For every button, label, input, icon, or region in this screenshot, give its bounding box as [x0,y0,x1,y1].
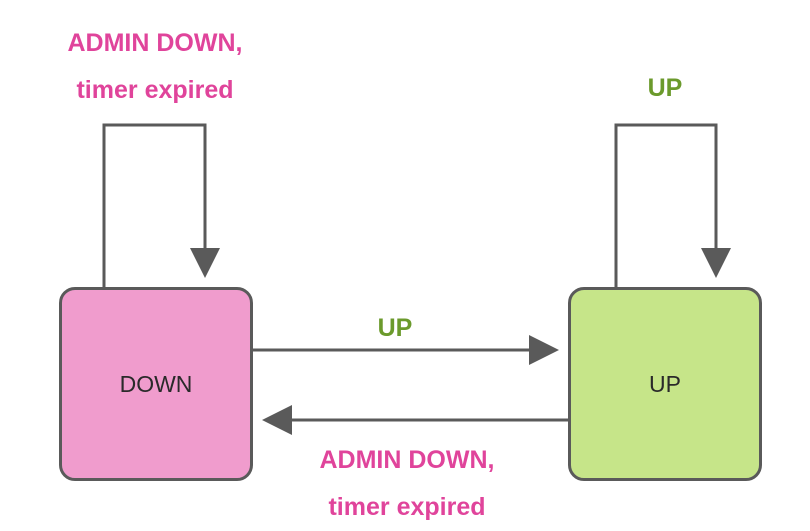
down-self-loop-label-line1: ADMIN DOWN, [67,29,243,57]
state-up-node: UP [568,287,762,481]
up-self-loop-label: UP [615,65,715,112]
up-to-down-label: ADMIN DOWN, timer expired [272,437,542,531]
up-self-loop-arrow [614,123,731,287]
state-down-label: DOWN [119,370,193,397]
up-to-down-label-line1: ADMIN DOWN, [319,446,495,474]
up-to-down-label-line2: timer expired [328,493,486,521]
down-self-loop-label: ADMIN DOWN, timer expired [20,20,290,114]
state-up-label: UP [649,370,681,397]
down-self-loop-arrow [102,123,220,287]
down-to-up-label: UP [345,305,445,352]
up-self-loop-label-text: UP [647,74,683,102]
down-self-loop-label-line2: timer expired [76,76,234,104]
down-to-up-label-text: UP [377,314,413,342]
state-down-node: DOWN [59,287,253,481]
